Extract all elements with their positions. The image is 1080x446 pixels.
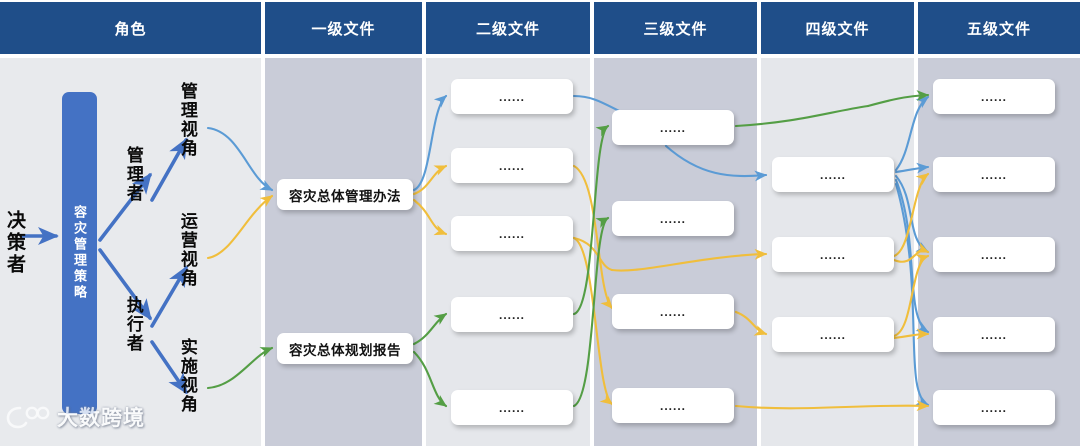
level1-node-1[interactable]: 容灾总体规划报告: [277, 333, 413, 364]
level2-node-0[interactable]: ......: [451, 79, 573, 114]
decision-maker-label: 决策者: [3, 210, 25, 276]
level4-node-1[interactable]: ......: [772, 237, 894, 272]
column-bg-role-col: [0, 58, 261, 446]
header-cell-1: 一级文件: [265, 2, 422, 54]
level3-node-3[interactable]: ......: [612, 388, 734, 423]
role-executor-label: 执行者: [123, 296, 143, 353]
column-bg-level1-col: [265, 58, 422, 446]
header-cell-3: 三级文件: [594, 2, 757, 54]
strategy-bar: 容灾管理策略: [62, 92, 97, 414]
header-cell-0: 角色: [0, 2, 261, 54]
column-bg-level2-col: [426, 58, 590, 446]
level5-node-1[interactable]: ......: [933, 157, 1055, 192]
level3-node-0[interactable]: ......: [612, 110, 734, 145]
level1-node-0[interactable]: 容灾总体管理办法: [277, 179, 413, 210]
level3-node-1[interactable]: ......: [612, 201, 734, 236]
level4-node-0[interactable]: ......: [772, 157, 894, 192]
header-row: 角色一级文件二级文件三级文件四级文件五级文件: [0, 0, 1080, 56]
viewpoint-operations-label: 运营视角: [177, 212, 197, 288]
level5-node-4[interactable]: ......: [933, 390, 1055, 425]
level5-node-2[interactable]: ......: [933, 237, 1055, 272]
level2-node-4[interactable]: ......: [451, 390, 573, 425]
viewpoint-management-label: 管理视角: [177, 82, 197, 158]
level5-node-3[interactable]: ......: [933, 317, 1055, 352]
header-cell-4: 四级文件: [761, 2, 914, 54]
viewpoint-implementation-label: 实施视角: [177, 338, 197, 414]
level3-node-2[interactable]: ......: [612, 294, 734, 329]
header-cell-5: 五级文件: [918, 2, 1080, 54]
level2-node-1[interactable]: ......: [451, 148, 573, 183]
role-manager-label: 管理者: [123, 146, 143, 203]
level2-node-2[interactable]: ......: [451, 216, 573, 251]
watermark: 大数跨境: [6, 402, 145, 432]
watermark-text: 大数跨境: [57, 407, 145, 430]
header-cell-2: 二级文件: [426, 2, 590, 54]
level5-node-0[interactable]: ......: [933, 79, 1055, 114]
level2-node-3[interactable]: ......: [451, 297, 573, 332]
brand-logo-icon: [6, 406, 50, 429]
level4-node-2[interactable]: ......: [772, 317, 894, 352]
